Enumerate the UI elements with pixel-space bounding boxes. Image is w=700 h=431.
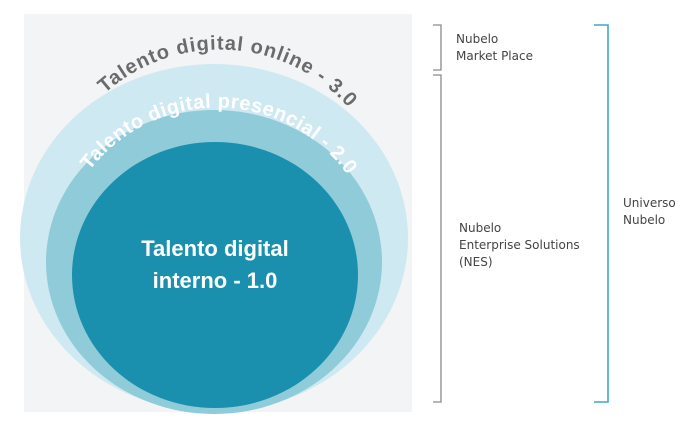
nes-label-line2: Enterprise Solutions <box>459 238 580 252</box>
market-place-bracket <box>433 24 442 71</box>
nes-label-line1: Nubelo <box>459 221 501 235</box>
market-place-label-line1: Nubelo <box>456 32 498 46</box>
inner-circle-label-line1: Talento digital <box>141 236 288 261</box>
universe-bracket <box>594 24 609 403</box>
inner-circle-interno <box>72 142 358 408</box>
market-place-label-line2: Market Place <box>456 49 533 63</box>
universe-label-line1: Universo <box>623 196 676 210</box>
nes-label-line3: (NES) <box>459 255 493 269</box>
universe-label-line2: Nubelo <box>623 213 665 227</box>
inner-circle-label-line2: interno - 1.0 <box>153 268 278 293</box>
nes-bracket <box>433 74 442 403</box>
